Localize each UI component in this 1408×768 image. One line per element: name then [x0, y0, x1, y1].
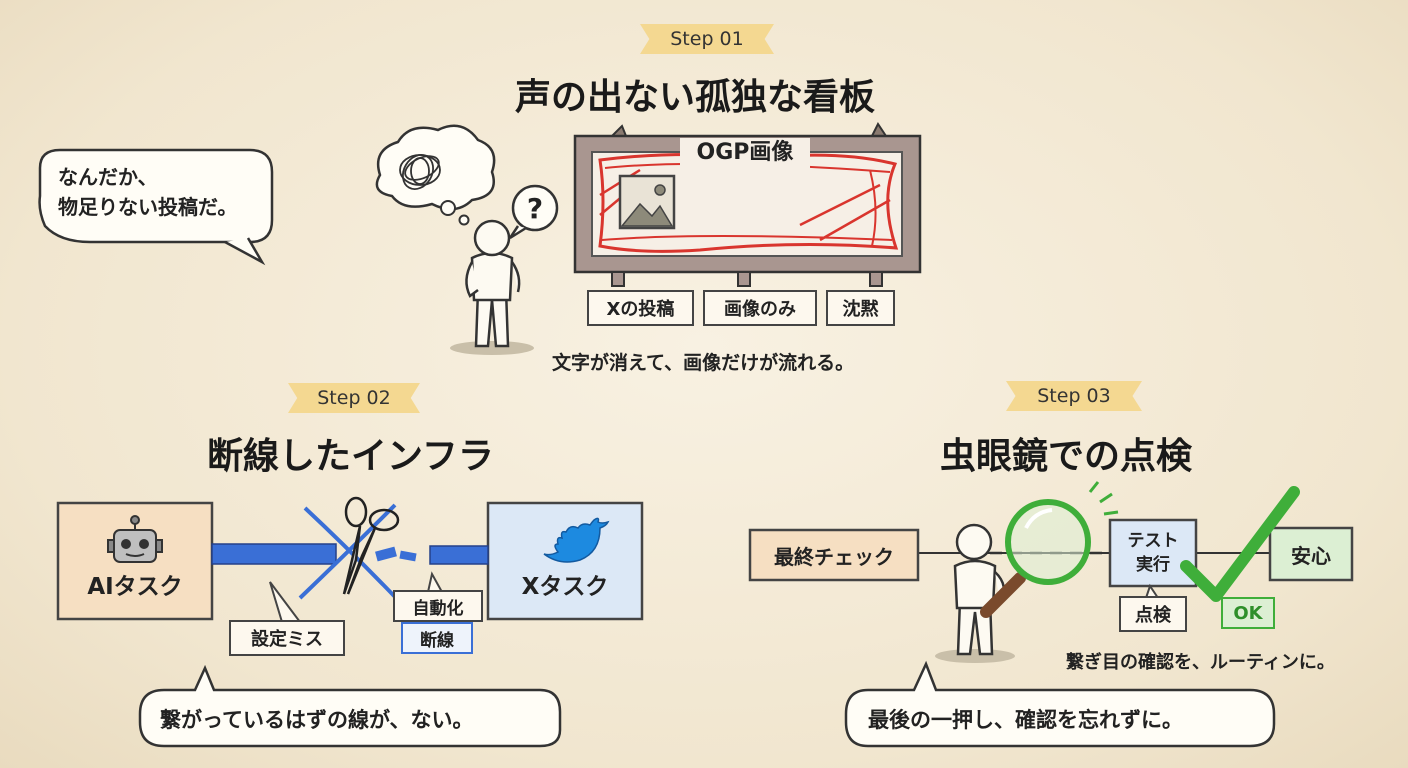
tag-box-3 — [826, 290, 895, 326]
step3-title: 虫眼鏡での点検 — [940, 436, 1193, 477]
step1-caption: 文字が消えて、画像だけが流れる。 — [552, 352, 855, 374]
label-config-error: 設定ミス — [251, 629, 323, 650]
tag-box-1 — [587, 290, 694, 326]
image-icon — [618, 174, 676, 230]
final-check-box — [748, 528, 920, 582]
tag-x-post: Xの投稿 — [606, 299, 675, 320]
robot-icon — [107, 515, 163, 563]
step1-ribbon: Step 01 — [640, 24, 774, 54]
person-figure-1 — [450, 219, 534, 355]
step2-title: 断線したインフラ — [207, 436, 494, 477]
step3-ribbon: Step 03 — [1006, 381, 1142, 411]
speech-bubble-3 — [844, 660, 1276, 748]
label-box-auto — [393, 590, 483, 622]
billboard-label-bg — [680, 138, 810, 168]
svg-text:?: ? — [527, 192, 543, 225]
label-box-config — [229, 620, 345, 656]
test-run-box — [1108, 518, 1198, 588]
step3-speech-text: 最後の一押し、確認を忘れずに。 — [868, 708, 1183, 732]
label-box-ok — [1221, 597, 1275, 629]
label-box-cut — [401, 622, 473, 654]
ai-task-label: AIタスク — [87, 574, 183, 600]
scribble-icon — [399, 154, 441, 190]
pointer-auto — [426, 571, 444, 593]
step3-caption: 繋ぎ目の確認を、ルーティンに。 — [1066, 652, 1335, 673]
label-automation: 自動化 — [412, 598, 464, 619]
thought-bubble-text: なんだか、 物足りない投稿だ。 — [58, 165, 238, 219]
tag-image-only: 画像のみ — [724, 299, 796, 320]
safe-box — [1268, 526, 1354, 582]
safe-label: 安心 — [1291, 543, 1331, 568]
speech-bubble-1 — [38, 148, 274, 266]
label-disconnect: 断線 — [420, 630, 454, 651]
thought-cloud — [375, 124, 496, 226]
tag-box-2 — [703, 290, 817, 326]
pointer-config — [269, 581, 302, 623]
step2-ribbon: Step 02 — [288, 383, 420, 413]
label-box-inspect — [1119, 596, 1187, 632]
scissors-icon — [342, 496, 400, 595]
tag-silence: 沈黙 — [842, 299, 879, 320]
question-icon: ? — [508, 184, 559, 240]
magnifier-icon — [980, 481, 1119, 618]
label-inspect: 点検 — [1135, 605, 1171, 626]
final-check-label: 最終チェック — [774, 544, 894, 569]
x-task-label: Xタスク — [521, 574, 609, 600]
twitter-bird-icon — [543, 517, 610, 563]
speech-bubble-2 — [138, 664, 562, 748]
test-run-label: テスト 実行 — [1127, 531, 1179, 575]
label-ok: OK — [1233, 602, 1263, 624]
connection-line-left — [211, 543, 337, 565]
cut-x-mark — [298, 503, 400, 602]
connection-line-right — [429, 545, 489, 565]
checkmark-icon — [1180, 486, 1300, 602]
billboard-label: OGP画像 — [696, 140, 794, 165]
step2-speech-text: 繋がっているはずの線が、ない。 — [160, 708, 474, 732]
step1-title: 声の出ない孤独な看板 — [515, 77, 876, 118]
